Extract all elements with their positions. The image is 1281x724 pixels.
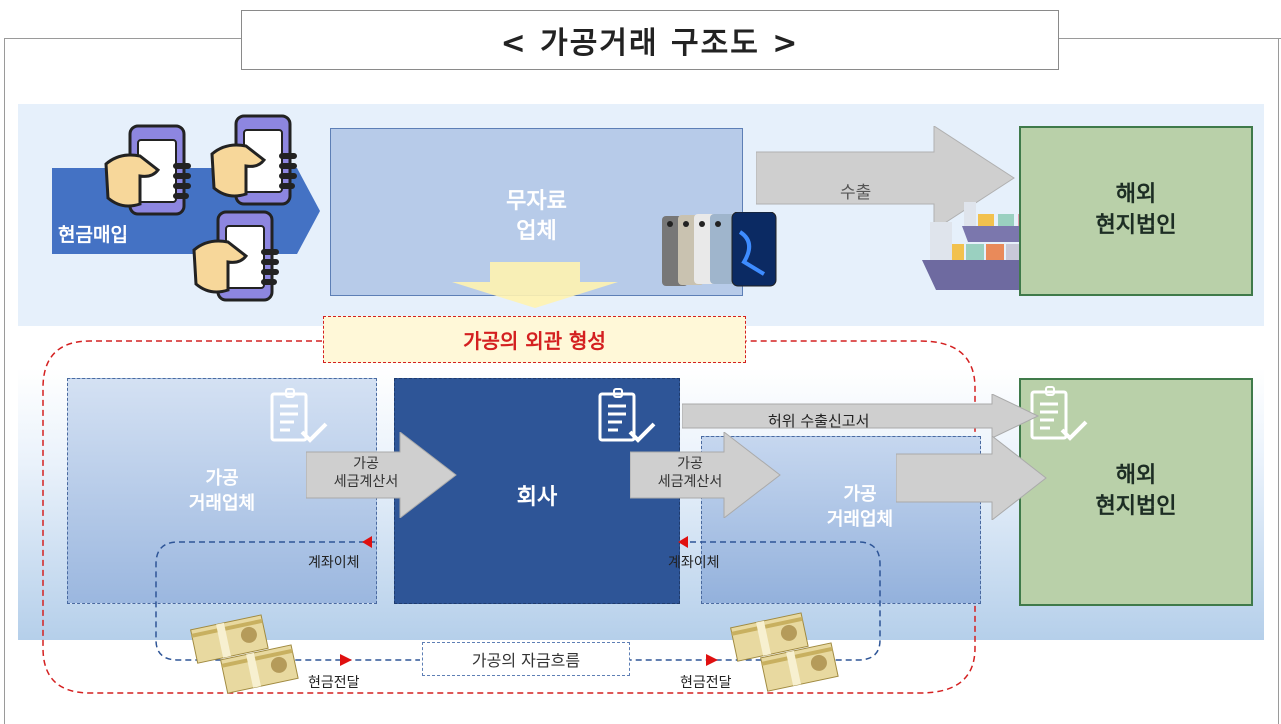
cash-stack-icon (190, 614, 299, 694)
down-arrow (452, 262, 618, 308)
cash-stack-icon (730, 612, 839, 692)
facade-label: 가공의 외관 형성 (323, 316, 746, 363)
transfer-arrowhead (362, 536, 372, 548)
overseas-label-bottom: 해외 현지법인 (1095, 463, 1177, 519)
company-label: 회사 (516, 485, 558, 510)
document-check-icon (270, 388, 328, 443)
cash-arrowhead (706, 654, 718, 666)
document-check-icon (598, 388, 656, 443)
diagram-title: < 가공거래 구조도 > (241, 10, 1059, 70)
hand-phone-icon (210, 114, 297, 206)
smartphone-product-icon (662, 212, 777, 287)
cargo-ship-icon (922, 202, 1050, 290)
cash-delivery-label-left: 현금전달 (308, 675, 360, 691)
overseas-label: 해외 현지법인 (1095, 182, 1177, 238)
frame-line (4, 38, 5, 724)
hand-phone-icon (104, 124, 191, 216)
left-partner-label: 가공 거래업체 (188, 468, 256, 515)
overseas-subsidiary-box-top: 해외 현지법인 (1019, 126, 1253, 296)
overseas-subsidiary-box-bottom: 해외 현지법인 (1019, 378, 1253, 606)
transfer-label-left: 계좌이체 (308, 555, 360, 571)
supplier-label: 무자료 업체 (506, 189, 567, 244)
cash-arrowhead (340, 654, 352, 666)
frame-line (1278, 38, 1279, 724)
transfer-label-right: 계좌이체 (668, 555, 720, 571)
invoice-label-left: 가공 세금계산서 (333, 456, 399, 490)
transfer-arrowhead (678, 536, 688, 548)
export-label: 수출 (840, 183, 872, 203)
facade-outline (42, 340, 976, 694)
invoice-label-right: 가공 세금계산서 (657, 456, 723, 490)
right-partner-label: 가공 거래업체 (826, 484, 894, 531)
invoice-arrow-right (630, 432, 781, 518)
invoice-arrow-left (306, 432, 457, 518)
export-arrow-bottom (896, 436, 1047, 520)
cash-delivery-label-right: 현금전달 (680, 675, 732, 691)
fund-flow-label: 가공의 자금흐름 (422, 642, 630, 676)
frame-line (4, 38, 241, 39)
cash-purchase-label: 현금매입 (58, 224, 128, 246)
frame-line (1059, 38, 1281, 39)
fake-export-arrow (682, 394, 1040, 438)
hand-phone-icon (192, 210, 279, 302)
fund-flow-loop (155, 536, 881, 666)
fake-export-label: 허위 수출신고서 (768, 412, 870, 430)
